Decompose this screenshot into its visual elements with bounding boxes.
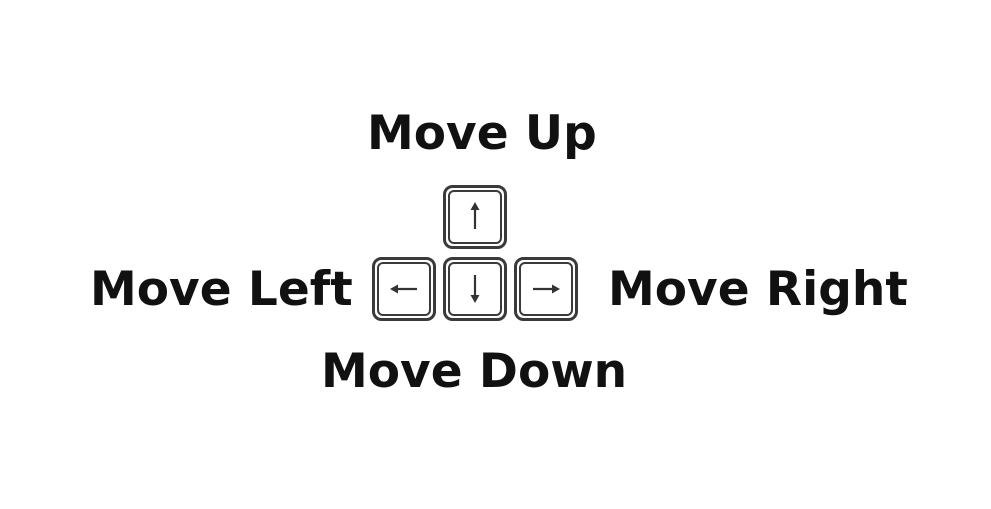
up-arrow-key [443,185,507,249]
arrow-right-icon [514,257,578,321]
move-right-label: Move Right [608,262,908,317]
down-arrow-key [443,257,507,321]
move-up-label: Move Up [367,106,597,161]
move-down-label: Move Down [321,344,628,399]
arrow-left-icon [372,257,436,321]
move-left-label: Move Left [90,262,353,317]
arrow-up-icon [443,185,507,249]
left-arrow-key [372,257,436,321]
right-arrow-key [514,257,578,321]
arrow-down-icon [443,257,507,321]
